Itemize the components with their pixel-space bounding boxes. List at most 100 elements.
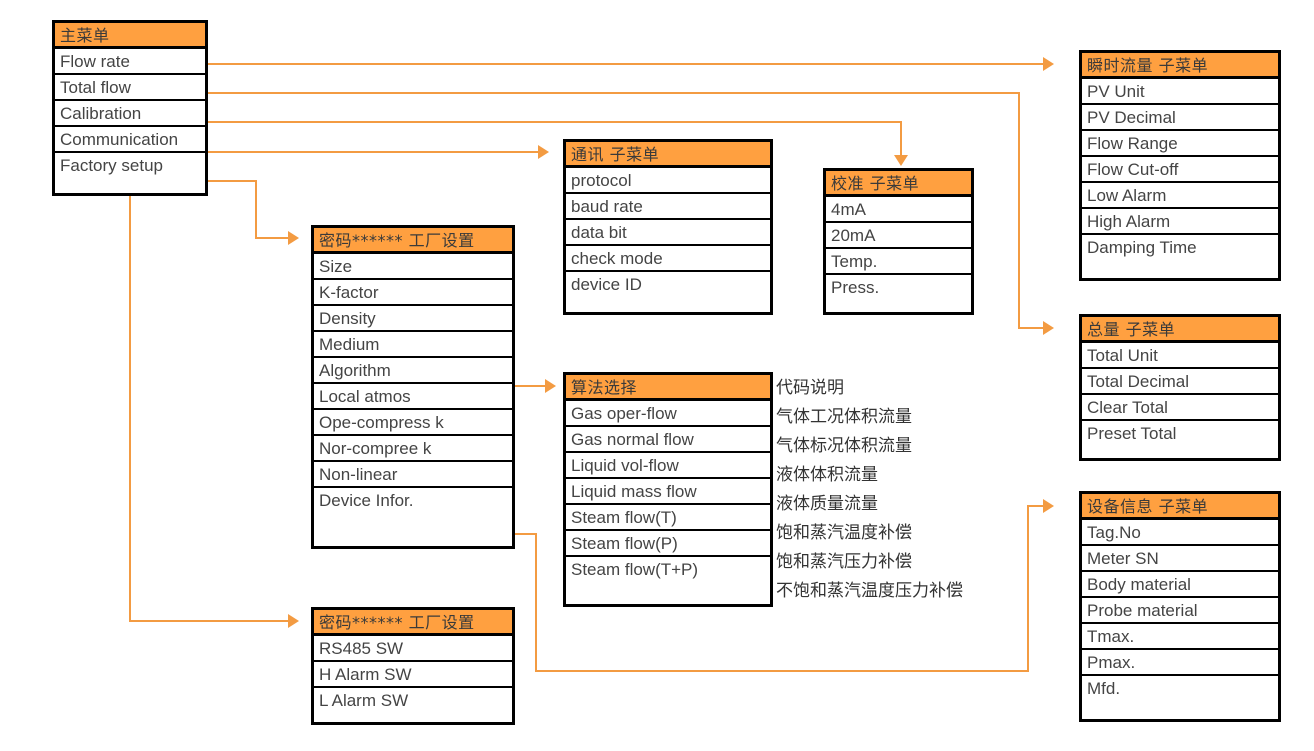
device-info-submenu-header: 设备信息 子菜单	[1082, 494, 1278, 520]
total-flow-item-total-unit[interactable]: Total Unit	[1082, 343, 1278, 369]
connector-totalflow-h2	[1018, 327, 1043, 329]
connector-factory2-v	[129, 196, 131, 621]
communication-submenu-box: 通讯 子菜单 protocol baud rate data bit check…	[563, 139, 773, 315]
algorithm-description-liquid-mass-flow: 液体质量流量	[776, 494, 878, 514]
device-info-item-mfd[interactable]: Mfd.	[1082, 676, 1278, 702]
flow-rate-item-low-alarm[interactable]: Low Alarm	[1082, 183, 1278, 209]
factory-setup-item-device-infor[interactable]: Device Infor.	[314, 488, 512, 514]
connector-deviceinfo-v2	[1027, 505, 1029, 671]
algorithm-item-steam-flow-p[interactable]: Steam flow(P)	[566, 531, 770, 557]
flow-rate-submenu-header: 瞬时流量 子菜单	[1082, 53, 1278, 79]
connector-factory2-h	[129, 620, 288, 622]
communication-item-device-id[interactable]: device ID	[566, 272, 770, 298]
connector-deviceinfo-h3	[1027, 505, 1043, 507]
communication-item-data-bit[interactable]: data bit	[566, 220, 770, 246]
connector-deviceinfo-v1	[535, 533, 537, 671]
flow-rate-item-flow-range[interactable]: Flow Range	[1082, 131, 1278, 157]
calibration-item-4ma[interactable]: 4mA	[826, 197, 971, 223]
calibration-submenu-header: 校准 子菜单	[826, 171, 971, 197]
device-info-item-pmax[interactable]: Pmax.	[1082, 650, 1278, 676]
algorithm-description-gas-oper-flow: 气体工况体积流量	[776, 407, 912, 427]
factory-switch-item-l-alarm-sw[interactable]: L Alarm SW	[314, 688, 512, 714]
arrow-algorithm	[545, 379, 556, 393]
flow-rate-item-flow-cutoff[interactable]: Flow Cut-off	[1082, 157, 1278, 183]
device-info-item-meter-sn[interactable]: Meter SN	[1082, 546, 1278, 572]
arrow-calibration	[894, 155, 908, 166]
algorithm-item-gas-oper-flow[interactable]: Gas oper-flow	[566, 401, 770, 427]
connector-totalflow-v	[1018, 92, 1020, 328]
main-menu-item-flow-rate[interactable]: Flow rate	[55, 49, 205, 75]
main-menu-item-factory-setup[interactable]: Factory setup	[55, 153, 205, 179]
flow-rate-submenu-box: 瞬时流量 子菜单 PV Unit PV Decimal Flow Range F…	[1079, 50, 1281, 281]
factory-setup-main-header: 密码****** 工厂设置	[314, 228, 512, 254]
connector-factory1-h2	[255, 237, 288, 239]
total-flow-submenu-header: 总量 子菜单	[1082, 317, 1278, 343]
arrow-totalflow	[1043, 321, 1054, 335]
connector-calibration-h	[208, 121, 902, 123]
algorithm-description-steam-flow-p: 饱和蒸汽压力补偿	[776, 552, 912, 572]
connector-flowrate	[208, 63, 1043, 65]
calibration-item-temp[interactable]: Temp.	[826, 249, 971, 275]
algorithm-select-box: 算法选择 Gas oper-flow Gas normal flow Liqui…	[563, 372, 773, 607]
flow-rate-item-damping-time[interactable]: Damping Time	[1082, 235, 1278, 261]
factory-setup-item-medium[interactable]: Medium	[314, 332, 512, 358]
factory-setup-item-algorithm[interactable]: Algorithm	[314, 358, 512, 384]
factory-setup-item-k-factor[interactable]: K-factor	[314, 280, 512, 306]
connector-deviceinfo-h1	[515, 533, 537, 535]
factory-setup-main-box: 密码****** 工厂设置 Size K-factor Density Medi…	[311, 225, 515, 549]
communication-item-baud-rate[interactable]: baud rate	[566, 194, 770, 220]
arrow-flowrate	[1043, 57, 1054, 71]
total-flow-item-total-decimal[interactable]: Total Decimal	[1082, 369, 1278, 395]
connector-communication	[208, 151, 538, 153]
arrow-factory1	[288, 231, 299, 245]
device-info-submenu-box: 设备信息 子菜单 Tag.No Meter SN Body material P…	[1079, 491, 1281, 722]
arrow-deviceinfo	[1043, 499, 1054, 513]
factory-setup-item-density[interactable]: Density	[314, 306, 512, 332]
algorithm-description-steam-flow-tp: 不饱和蒸汽温度压力补偿	[776, 581, 963, 601]
calibration-item-20ma[interactable]: 20mA	[826, 223, 971, 249]
connector-algorithm	[515, 385, 545, 387]
communication-item-protocol[interactable]: protocol	[566, 168, 770, 194]
algorithm-item-steam-flow-tp[interactable]: Steam flow(T+P)	[566, 557, 770, 583]
total-flow-submenu-box: 总量 子菜单 Total Unit Total Decimal Clear To…	[1079, 314, 1281, 461]
factory-setup-item-nor-compree-k[interactable]: Nor-compree k	[314, 436, 512, 462]
flow-rate-item-pv-unit[interactable]: PV Unit	[1082, 79, 1278, 105]
device-info-item-tag-no[interactable]: Tag.No	[1082, 520, 1278, 546]
factory-switch-item-h-alarm-sw[interactable]: H Alarm SW	[314, 662, 512, 688]
factory-setup-item-size[interactable]: Size	[314, 254, 512, 280]
algorithm-descriptions-column: 代码说明 气体工况体积流量 气体标况体积流量 液体体积流量 液体质量流量 饱和蒸…	[776, 374, 1076, 606]
arrow-factory2	[288, 614, 299, 628]
main-menu-item-total-flow[interactable]: Total flow	[55, 75, 205, 101]
device-info-item-body-material[interactable]: Body material	[1082, 572, 1278, 598]
total-flow-item-clear-total[interactable]: Clear Total	[1082, 395, 1278, 421]
connector-deviceinfo-h2	[535, 670, 1029, 672]
algorithm-description-steam-flow-t: 饱和蒸汽温度补偿	[776, 523, 912, 543]
factory-setup-item-non-linear[interactable]: Non-linear	[314, 462, 512, 488]
main-menu-item-communication[interactable]: Communication	[55, 127, 205, 153]
algorithm-item-liquid-vol-flow[interactable]: Liquid vol-flow	[566, 453, 770, 479]
algorithm-item-steam-flow-t[interactable]: Steam flow(T)	[566, 505, 770, 531]
factory-switch-item-rs485-sw[interactable]: RS485 SW	[314, 636, 512, 662]
algorithm-description-liquid-vol-flow: 液体体积流量	[776, 465, 878, 485]
factory-setup-item-local-atmos[interactable]: Local atmos	[314, 384, 512, 410]
device-info-item-probe-material[interactable]: Probe material	[1082, 598, 1278, 624]
total-flow-item-preset-total[interactable]: Preset Total	[1082, 421, 1278, 447]
algorithm-item-liquid-mass-flow[interactable]: Liquid mass flow	[566, 479, 770, 505]
calibration-submenu-box: 校准 子菜单 4mA 20mA Temp. Press.	[823, 168, 974, 315]
calibration-item-press[interactable]: Press.	[826, 275, 971, 301]
arrow-communication	[538, 145, 549, 159]
algorithm-select-header: 算法选择	[566, 375, 770, 401]
communication-item-check-mode[interactable]: check mode	[566, 246, 770, 272]
main-menu-box: 主菜单 Flow rate Total flow Calibration Com…	[52, 20, 208, 196]
communication-submenu-header: 通讯 子菜单	[566, 142, 770, 168]
flow-rate-item-pv-decimal[interactable]: PV Decimal	[1082, 105, 1278, 131]
connector-calibration-v	[900, 121, 902, 155]
main-menu-item-calibration[interactable]: Calibration	[55, 101, 205, 127]
flow-rate-item-high-alarm[interactable]: High Alarm	[1082, 209, 1278, 235]
device-info-item-tmax[interactable]: Tmax.	[1082, 624, 1278, 650]
factory-setup-item-ope-compress-k[interactable]: Ope-compress k	[314, 410, 512, 436]
algorithm-item-gas-normal-flow[interactable]: Gas normal flow	[566, 427, 770, 453]
algorithm-description-gas-normal-flow: 气体标况体积流量	[776, 436, 912, 456]
factory-setup-switches-header: 密码****** 工厂设置	[314, 610, 512, 636]
